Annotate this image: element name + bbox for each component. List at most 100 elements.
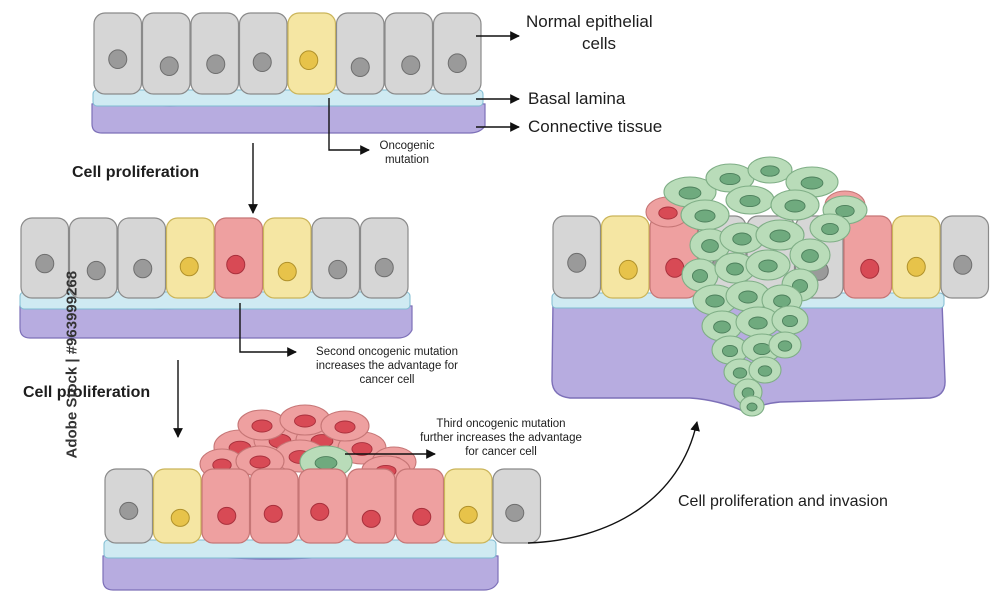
normal-cell-row xyxy=(93,12,482,95)
nucleus xyxy=(835,204,855,218)
mutated-cell xyxy=(262,217,312,299)
nucleus xyxy=(821,222,839,236)
invasive-cell xyxy=(747,156,793,184)
nucleus xyxy=(206,54,226,75)
label-cell-proliferation-2: Cell proliferation xyxy=(23,384,151,401)
tumor-cell-row xyxy=(104,468,542,544)
cell-body xyxy=(262,217,312,299)
nucleus xyxy=(618,259,638,280)
label-third-mutation: Third oncogenic mutation further increas… xyxy=(420,418,582,458)
nucleus xyxy=(694,209,716,223)
nucleus xyxy=(374,257,394,278)
curved-arrow-icon xyxy=(527,421,700,544)
normal-cell xyxy=(117,217,167,299)
cell-body xyxy=(384,12,434,95)
normal-cell xyxy=(384,12,434,95)
nucleus xyxy=(746,402,758,412)
cell-body xyxy=(395,468,445,544)
watermark-side-text: Adobe Stock | #963999268 xyxy=(63,270,81,459)
normal-cell xyxy=(552,215,602,299)
nucleus xyxy=(350,57,370,78)
panel-invasion xyxy=(551,156,990,417)
nucleus xyxy=(361,509,381,528)
cancer-cell xyxy=(320,410,370,442)
normal-cell xyxy=(190,12,240,95)
label-basal-lamina: Basal lamina xyxy=(528,89,626,108)
nucleus xyxy=(170,508,190,527)
normal-cell xyxy=(940,215,990,299)
cell-body xyxy=(152,468,202,544)
nucleus xyxy=(458,505,478,524)
invasive-cell xyxy=(725,185,775,215)
panel-second-mutation xyxy=(19,217,413,339)
nucleus xyxy=(334,420,356,434)
nucleus xyxy=(953,254,973,275)
cell-body xyxy=(190,12,240,95)
nucleus xyxy=(108,49,128,70)
invasive-cell xyxy=(739,395,765,417)
arrow-right-icon xyxy=(239,303,297,357)
normal-cell xyxy=(359,217,409,299)
nucleus xyxy=(726,262,744,276)
nucleus xyxy=(159,56,179,77)
nucleus xyxy=(777,340,793,352)
normal-cell xyxy=(20,217,70,299)
mutated-cell xyxy=(287,12,337,95)
invasive-cell xyxy=(719,222,765,254)
mutated-cell xyxy=(165,217,215,299)
cell-body xyxy=(843,215,893,299)
invasive-cell xyxy=(725,280,771,312)
normal-cell xyxy=(335,12,385,95)
nucleus xyxy=(705,294,725,308)
nucleus xyxy=(713,320,731,334)
nucleus xyxy=(294,414,316,428)
cancer-cell xyxy=(249,468,299,544)
nucleus xyxy=(299,50,319,71)
normal-cell xyxy=(432,12,482,95)
basal-lamina-layer xyxy=(19,291,411,310)
cancer-cell xyxy=(298,468,348,544)
connective-tissue-layer xyxy=(91,101,486,134)
nucleus xyxy=(801,249,819,263)
nucleus xyxy=(701,239,719,253)
invasive-cell xyxy=(748,356,782,384)
invasive-tumor-mass xyxy=(645,156,868,417)
nucleus xyxy=(732,367,748,379)
cell-body xyxy=(117,217,167,299)
label-proliferation-invasion: Cell proliferation and invasion xyxy=(678,493,888,510)
invasive-cell xyxy=(680,199,730,231)
nucleus xyxy=(35,253,55,274)
nucleus xyxy=(721,344,739,358)
mutated-cell xyxy=(891,215,941,299)
nucleus xyxy=(760,165,780,177)
invasive-cell xyxy=(789,238,831,272)
nucleus xyxy=(412,507,432,526)
nucleus xyxy=(249,455,271,469)
label-second-mutation: Second oncogenic mutation increases the … xyxy=(316,346,458,386)
nucleus xyxy=(217,506,237,525)
mixed-cell-row xyxy=(20,217,409,299)
nucleus xyxy=(328,259,348,280)
nucleus xyxy=(310,502,330,521)
invasive-cell xyxy=(771,305,809,335)
nucleus xyxy=(784,199,806,213)
cancer-cell xyxy=(843,215,893,299)
connective-tissue-layer xyxy=(102,552,499,591)
basal-lamina-layer xyxy=(103,539,497,559)
nucleus xyxy=(769,229,791,243)
cell-body xyxy=(335,12,385,95)
nucleus xyxy=(277,261,297,282)
nucleus xyxy=(738,290,758,304)
cancer-cell xyxy=(201,468,251,544)
nucleus xyxy=(351,442,373,456)
nucleus xyxy=(263,504,283,523)
cell-body xyxy=(600,215,650,299)
normal-cell xyxy=(238,12,288,95)
normal-cell xyxy=(492,468,542,544)
cell-body xyxy=(201,468,251,544)
nucleus xyxy=(678,186,702,200)
mutated-cell xyxy=(152,468,202,544)
label-cell-proliferation-1: Cell proliferation xyxy=(72,164,200,181)
nucleus xyxy=(401,55,421,76)
